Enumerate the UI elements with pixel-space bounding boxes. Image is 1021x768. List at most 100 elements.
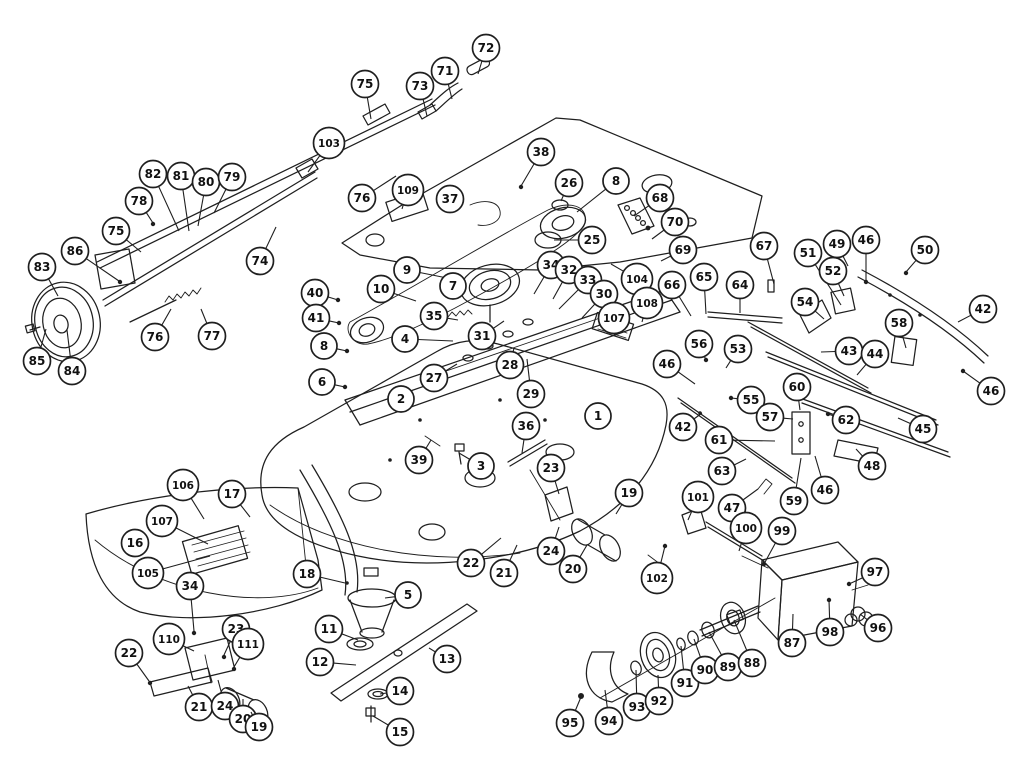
callout-23: 23 [536, 453, 566, 495]
drive-pulley-large [639, 631, 677, 679]
leader-line-14 [379, 692, 387, 695]
callout-number-21: 21 [191, 700, 208, 714]
callout-number-57: 57 [762, 410, 779, 424]
callout-circle-14 [385, 676, 415, 706]
callout-number-8: 8 [320, 339, 328, 353]
callout-number-53: 53 [730, 342, 747, 356]
callout-8: 8 [310, 332, 348, 360]
callout-46: 46 [652, 349, 696, 385]
callout-circle-101 [681, 480, 715, 514]
callout-29: 29 [516, 358, 546, 409]
leader-line-61 [732, 439, 776, 442]
callout-67: 67 [749, 231, 779, 285]
callout-number-104: 104 [626, 274, 648, 286]
leader-line-35 [447, 317, 459, 321]
callout-42: 42 [957, 294, 998, 324]
callout-circle-68 [645, 183, 675, 213]
callout-number-46: 46 [659, 357, 676, 371]
callout-12: 12 [305, 647, 357, 677]
callout-circle-87 [777, 628, 807, 658]
callout-number-7: 7 [449, 279, 457, 293]
belt-guide-bracket [617, 197, 655, 235]
callout-73: 73 [405, 71, 435, 117]
callout-circle-35 [419, 301, 449, 331]
callout-circle-95 [555, 708, 585, 738]
callout-circle-39 [404, 445, 434, 475]
leader-line-74 [265, 226, 277, 250]
leader-line-34 [533, 276, 545, 295]
leader-line-62 [827, 413, 834, 417]
callout-number-66: 66 [664, 278, 681, 292]
callout-18: 18 [292, 559, 346, 589]
callout-number-89: 89 [720, 660, 737, 674]
callout-number-9: 9 [403, 263, 411, 277]
callout-circle-91 [670, 668, 700, 698]
callout-number-23: 23 [543, 461, 560, 475]
callout-8: 8 [576, 167, 630, 213]
callout-27: 27 [419, 363, 458, 393]
callout-circle-60 [782, 372, 812, 402]
callout-3: 3 [458, 452, 495, 480]
leader-line-75 [125, 239, 142, 253]
callout-circle-99 [767, 516, 797, 546]
callout-number-72: 72 [478, 41, 495, 55]
callout-38: 38 [520, 137, 556, 187]
leader-line-21 [187, 685, 194, 696]
callout-circle-26 [554, 168, 584, 198]
callout-32: 32 [552, 255, 584, 300]
callout-22: 22 [456, 537, 502, 578]
leader-line-54 [814, 310, 825, 320]
leader-line-104 [610, 263, 624, 272]
callout-number-96: 96 [870, 621, 887, 635]
leader-line-102 [660, 545, 666, 564]
callout-63: 63 [707, 456, 747, 486]
callout-90: 90 [690, 638, 720, 685]
callout-circle-110 [152, 622, 186, 656]
callout-circle-42 [968, 294, 998, 324]
leader-line-33 [558, 289, 579, 310]
callout-42: 42 [668, 412, 703, 442]
callout-circle-59 [779, 486, 809, 516]
callout-number-39: 39 [411, 453, 428, 467]
leader-line-78 [145, 212, 154, 224]
leader-line-105 [162, 555, 211, 570]
callout-51: 51 [793, 238, 842, 306]
callout-101: 101 [681, 480, 715, 521]
callout-81: 81 [166, 161, 196, 232]
callout-79: 79 [213, 162, 247, 214]
callout-102: 102 [640, 545, 674, 595]
callout-40: 40 [300, 278, 339, 308]
deck-skirt [299, 464, 359, 596]
callout-circle-61 [704, 425, 734, 455]
callout-60: 60 [782, 372, 812, 411]
callout-50: 50 [905, 235, 940, 273]
leader-line-85 [40, 328, 47, 349]
leader-line-27 [445, 363, 458, 372]
callout-number-91: 91 [677, 676, 694, 690]
callout-number-2: 2 [397, 392, 405, 406]
leader-line-47 [742, 488, 759, 501]
callout-circle-103 [312, 126, 346, 160]
callout-number-107: 107 [151, 516, 173, 528]
callout-number-107: 107 [603, 313, 625, 325]
callout-number-41: 41 [308, 311, 325, 325]
callout-number-51: 51 [800, 246, 817, 260]
callout-circle-83 [27, 252, 57, 282]
callout-39: 39 [404, 439, 434, 475]
callout-number-98: 98 [822, 625, 839, 639]
leader-line-87 [791, 613, 794, 630]
callout-number-6: 6 [318, 375, 326, 389]
callout-1: 1 [584, 402, 612, 430]
callout-number-16: 16 [127, 536, 144, 550]
idler-pulley-left [349, 316, 385, 344]
callout-number-49: 49 [829, 237, 846, 251]
callout-number-65: 65 [696, 270, 713, 284]
leader-line-72 [477, 60, 483, 75]
callout-number-88: 88 [744, 656, 761, 670]
callout-95: 95 [555, 696, 585, 738]
callout-number-40: 40 [307, 286, 324, 300]
callout-22: 22 [114, 638, 150, 682]
callout-98: 98 [815, 599, 845, 647]
front-roller [529, 469, 621, 562]
